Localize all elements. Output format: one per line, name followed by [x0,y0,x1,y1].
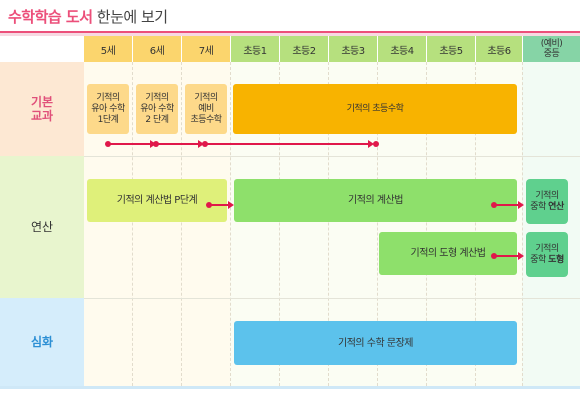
progress-arrow-line [495,255,519,257]
book-line: 중학 [530,201,549,212]
progress-dot [202,141,208,147]
column-header-grade6: 초등6 [476,36,522,62]
arrow-head-icon [368,140,374,148]
progress-arrow-line [495,204,519,206]
arrow-head-icon [198,140,204,148]
grid-line [522,62,523,386]
column-header-grade4: 초등4 [378,36,426,62]
column-header-age6: 6세 [133,36,181,62]
progress-arrow-line [206,143,372,145]
row-label-basic-line2: 교과 [30,109,54,123]
column-header-grade5: 초등5 [427,36,475,62]
book-line: 유아 수학 [140,103,174,114]
book-line: 중학 [530,254,549,265]
book-line: 기적의 [145,92,169,103]
progress-dot [153,141,159,147]
grid-line [475,62,476,386]
book-line-bold: 도형 [548,254,564,265]
row-divider [0,298,580,299]
progress-dot [206,202,212,208]
grid-line [426,62,427,386]
book-line: 2 단계 [145,114,169,125]
row-divider [0,156,580,157]
page-title: 수학학습 도서 한눈에 보기 [8,6,168,27]
row-label-calc: 연산 [0,156,84,298]
arrow-head-icon [228,201,234,209]
progress-dot [491,202,497,208]
column-header-middle-line1: (예비) [540,39,563,49]
progress-arrow-line [108,143,154,145]
book-word-problems[interactable]: 기적의 수학 문장제 [234,321,517,365]
grid-line [328,62,329,386]
middle-area [522,62,580,386]
row-label-basic-line1: 기본 [30,95,54,109]
arrow-head-icon [518,201,524,209]
page-title-main: 수학학습 도서 [8,8,93,26]
grid-line [181,62,182,386]
book-line-bold: 연산 [548,201,564,212]
progress-dot [105,141,111,147]
header-divider-shade [0,33,580,36]
column-header-grade1: 초등1 [231,36,279,62]
progress-arrow-line [210,204,230,206]
column-header-grade3: 초등3 [329,36,377,62]
page-title-sub: 한눈에 보기 [92,8,168,26]
book-elementary-math[interactable]: 기적의 초등수학 [233,84,517,134]
footer-divider [0,386,580,389]
book-line: 기적의 [96,92,120,103]
arrow-head-icon [518,252,524,260]
column-header-middle-line2: 중등 [543,49,560,59]
book-line: 초등수학 [190,114,222,125]
grid-line [279,62,280,386]
column-header-grade2: 초등2 [280,36,328,62]
column-header-age7: 7세 [182,36,230,62]
column-header-middle: (예비) 중등 [523,36,580,62]
book-line: 예비 [198,103,214,114]
grid-line [230,62,231,386]
row-label-deep: 심화 [0,298,84,386]
progress-dot [491,253,497,259]
book-line: 유아 수학 [91,103,125,114]
header-divider [0,31,580,33]
book-line: 1단계 [97,114,119,125]
progress-dot [373,141,379,147]
grid-line [377,62,378,386]
grid-line [132,62,133,386]
column-header-age5: 5세 [84,36,132,62]
book-line: 기적의 [535,243,559,254]
book-calculation[interactable]: 기적의 계산법 [234,179,517,222]
progress-arrow-line [157,143,202,145]
book-line: 기적의 [194,92,218,103]
book-calc-p-level[interactable]: 기적의 계산법 P단계 [87,179,227,222]
book-line: 기적의 [535,190,559,201]
